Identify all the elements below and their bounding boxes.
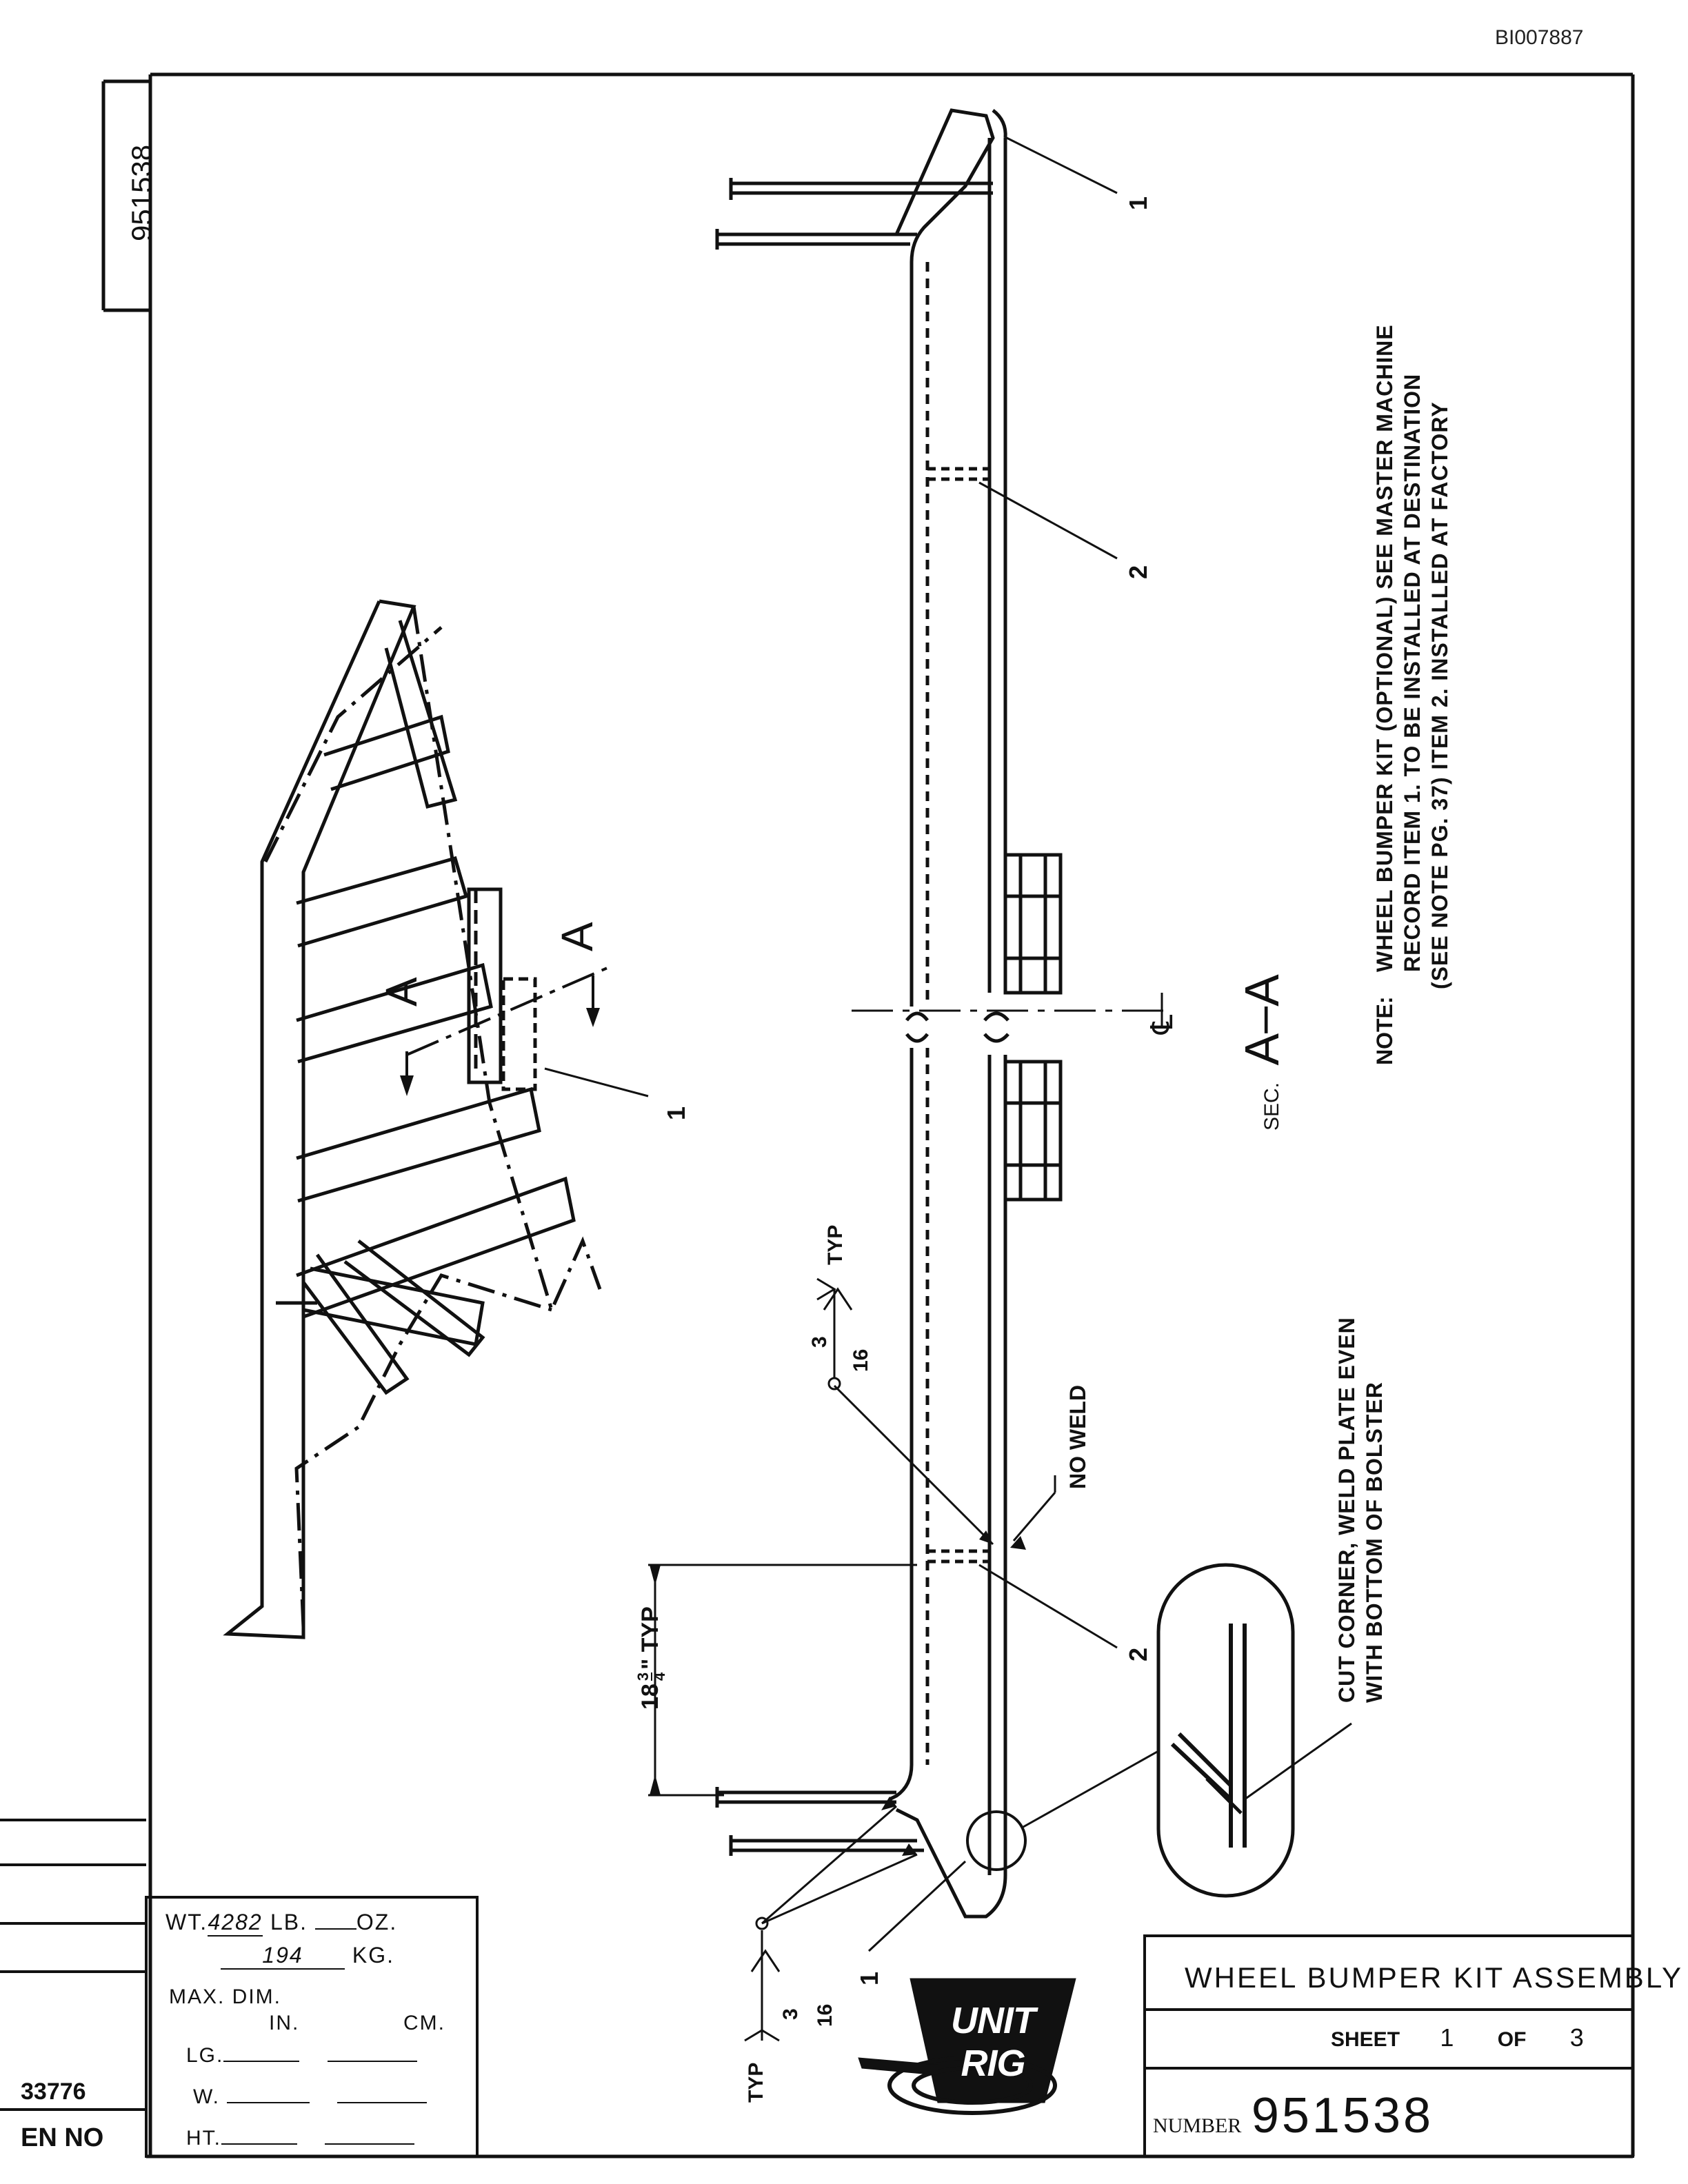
of-label: OF (1497, 2028, 1527, 2051)
number-label: NUMBER (1153, 2114, 1242, 2137)
weld-size-num-bottom: 3 (779, 2008, 802, 2020)
item-1-label-plan: 1 (662, 1106, 690, 1120)
note-line3: (SEE NOTE PG. 37) ITEM 2. INSTALLED AT F… (1427, 401, 1452, 989)
weld-typ-bottom: TYP (745, 2062, 767, 2103)
item-2-label-bottom: 2 (1124, 1647, 1152, 1661)
dimension-frac-den: 4 (651, 1672, 668, 1681)
item-1-label-top: 1 (1124, 196, 1152, 210)
weld-typ-top: TYP (824, 1224, 847, 1265)
dimension-frac-num: 3 (634, 1672, 652, 1681)
number-row: NUMBER 951538 (1153, 2087, 1434, 2144)
revision-block-lines (0, 1819, 146, 2111)
oz-blank (314, 1928, 356, 1930)
document-id: BI007887 (1495, 26, 1584, 49)
section-view (648, 108, 1165, 2041)
lb-label: LB. (270, 1910, 308, 1934)
dim-arrow-bottom (650, 1775, 661, 1795)
dimension-suffix: " TYP (636, 1606, 663, 1670)
weld-size-den-top: 16 (850, 1348, 872, 1372)
lg-label: LG. (186, 2044, 224, 2067)
detail-view (1156, 1563, 1352, 1898)
max-dim-label: MAX. DIM. (169, 1985, 282, 2008)
drawing-title: WHEEL BUMPER KIT ASSEMBLY (1185, 1961, 1684, 1994)
in-label: IN. (269, 2012, 300, 2034)
section-arrow-left (400, 1075, 414, 1096)
title-block-frame (1143, 1934, 1634, 2158)
en-no-label: EN NO (21, 2123, 104, 2152)
weld-arrow-a (881, 1797, 896, 1810)
lg-row: LG. (186, 2044, 417, 2067)
note-line1: WHEEL BUMPER KIT (OPTIONAL) SEE MASTER M… (1372, 324, 1397, 972)
section-arrow-right (586, 1008, 600, 1027)
weld-all-around-bottom (755, 1917, 769, 1930)
no-weld-arrow (1010, 1536, 1026, 1550)
plan-view (223, 599, 649, 1639)
weight-row: WT.4282 LB. OZ. (165, 1910, 397, 1937)
weld-triangle-top (823, 1287, 853, 1311)
item-2-label-top: 2 (1124, 565, 1152, 579)
kg-label: KG. (352, 1943, 395, 1968)
ht-row: HT. (186, 2127, 415, 2150)
weld-size-num-top: 3 (808, 1336, 831, 1348)
w-row: W. (193, 2085, 428, 2109)
weld-all-around-top (827, 1377, 841, 1391)
unit-rig-logo-graphic (858, 1978, 1076, 2115)
weld-tail-bottom (744, 2029, 780, 2042)
unit-rig-logo-text: UNIT RIG (951, 2000, 1036, 2084)
cut-corner-note-line1: CUT CORNER, WELD PLATE EVEN (1334, 1317, 1359, 1703)
ht-label: HT. (186, 2127, 221, 2150)
weld-size-den-bottom: 16 (814, 2003, 836, 2027)
note-label: NOTE: (1372, 996, 1397, 1065)
note-line2: RECORD ITEM 1. TO BE INSTALLED AT DESTIN… (1400, 373, 1425, 972)
sheet-number: 1 (1440, 2023, 1454, 2052)
weld-triangle-bottom (750, 1949, 781, 1972)
kg-row: 194 KG. (221, 1943, 394, 1970)
sheet-row: SHEET 1 OF 3 (1331, 2023, 1584, 2052)
kg-value: 194 (221, 1943, 345, 1970)
weld-tail-top (816, 1277, 836, 1301)
section-label: SEC. A–A (1234, 974, 1289, 1131)
side-tab-number: 951538 (125, 144, 158, 241)
centerline-symbol: ℄ (1145, 1014, 1179, 1034)
w-label: W. (193, 2085, 220, 2108)
weld-arrow-b (902, 1843, 917, 1856)
sheet-label: SHEET (1331, 2028, 1400, 2051)
dimension-whole: 18 (636, 1684, 663, 1710)
no-weld-label: NO WELD (1065, 1384, 1090, 1489)
oz-label: OZ. (356, 1910, 398, 1934)
change-number: 33776 (21, 2079, 86, 2105)
item-1-label-bottom: 1 (855, 1971, 883, 1985)
weight-block-frame (145, 1896, 479, 2158)
sheet-total: 3 (1569, 2023, 1584, 2052)
weld-arrow-top-a (979, 1530, 993, 1544)
section-label-letters: A–A (1235, 974, 1289, 1066)
section-cut-letter-right: A (552, 922, 602, 951)
cut-corner-note-line2: WITH BOTTOM OF BOLSTER (1362, 1382, 1387, 1703)
wt-lb-value: 4282 (208, 1910, 263, 1937)
section-cut-letter-left: A (376, 977, 426, 1007)
number-value: 951538 (1251, 2088, 1434, 2143)
cm-label: CM. (403, 2012, 445, 2034)
dim-arrow-top (650, 1565, 661, 1586)
section-label-prefix: SEC. (1260, 1082, 1283, 1131)
wt-label: WT. (165, 1910, 208, 1934)
